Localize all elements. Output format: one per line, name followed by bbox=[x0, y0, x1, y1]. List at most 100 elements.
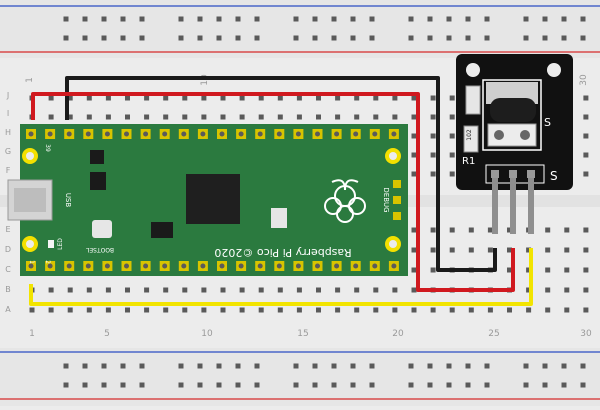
breadboard-hole bbox=[293, 16, 299, 22]
breadboard-hole bbox=[354, 287, 360, 293]
pico-pin-hole bbox=[104, 131, 110, 137]
breadboard-hole bbox=[583, 95, 589, 101]
breadboard-hole bbox=[258, 114, 264, 120]
breadboard-hole bbox=[235, 35, 241, 41]
row-letter: I bbox=[7, 109, 9, 118]
debug-pin bbox=[393, 212, 401, 220]
pin-s-label: S bbox=[550, 169, 558, 183]
breadboard-hole bbox=[446, 382, 452, 388]
row-letter: B bbox=[5, 285, 11, 294]
usb-label: USB bbox=[64, 193, 72, 208]
breadboard-hole bbox=[277, 307, 283, 313]
breadboard-hole bbox=[411, 247, 417, 253]
breadboard-hole bbox=[235, 363, 241, 369]
breadboard-hole bbox=[465, 16, 471, 22]
breadboard-hole bbox=[105, 307, 111, 313]
breadboard-hole bbox=[446, 35, 452, 41]
pico-mounting-hole-center bbox=[26, 152, 34, 160]
bootsel-button[interactable] bbox=[92, 220, 112, 238]
column-number: 10 bbox=[201, 329, 213, 339]
breadboard-hole bbox=[545, 247, 551, 253]
breadboard-hole bbox=[163, 287, 169, 293]
breadboard-hole bbox=[335, 114, 341, 120]
sensor-pad bbox=[520, 130, 530, 140]
usb-port bbox=[14, 188, 46, 212]
breadboard-hole bbox=[48, 114, 54, 120]
pico-pin-hole bbox=[28, 263, 34, 269]
breadboard-hole bbox=[277, 287, 283, 293]
breadboard-hole bbox=[484, 363, 490, 369]
row-letter: H bbox=[5, 128, 11, 137]
breadboard-hole bbox=[331, 35, 337, 41]
pico-pin-hole bbox=[276, 131, 282, 137]
leg bbox=[528, 178, 534, 234]
bootsel-label: BOOTSEL bbox=[85, 246, 114, 253]
breadboard-hole bbox=[411, 114, 417, 120]
breadboard-hole bbox=[312, 363, 318, 369]
pico-pin-hole bbox=[28, 131, 34, 137]
breadboard-hole bbox=[163, 95, 169, 101]
pico-pin-hole bbox=[162, 263, 168, 269]
row-letter: J bbox=[6, 91, 9, 100]
breadboard-hole bbox=[373, 307, 379, 313]
breadboard-hole bbox=[120, 382, 126, 388]
breadboard-hole bbox=[163, 307, 169, 313]
breadboard-hole bbox=[583, 247, 589, 253]
pin-2-label: 2 bbox=[44, 260, 51, 264]
breadboard-hole bbox=[484, 16, 490, 22]
breadboard-hole bbox=[411, 171, 417, 177]
breadboard-hole bbox=[583, 114, 589, 120]
breadboard-hole bbox=[312, 16, 318, 22]
resistor-code: 102 bbox=[466, 129, 473, 141]
breadboard-hole bbox=[101, 382, 107, 388]
breadboard-hole bbox=[139, 363, 145, 369]
pico-pin-hole bbox=[372, 263, 378, 269]
row-letters: J I H G F E D C B A bbox=[5, 91, 11, 314]
signal-wire-yellow[interactable] bbox=[29, 248, 533, 306]
breadboard-hole bbox=[178, 35, 184, 41]
breadboard-hole bbox=[446, 16, 452, 22]
breadboard-hole bbox=[120, 35, 126, 41]
pico-pin-hole bbox=[372, 131, 378, 137]
breadboard-hole bbox=[67, 114, 73, 120]
breadboard-hole bbox=[48, 287, 54, 293]
breadboard-hole bbox=[86, 307, 92, 313]
breadboard-hole bbox=[580, 363, 586, 369]
row-letter: F bbox=[6, 166, 11, 175]
breadboard-hole bbox=[484, 35, 490, 41]
pico-pin-hole bbox=[124, 263, 129, 269]
breadboard-hole bbox=[67, 307, 73, 313]
pico-pin-hole bbox=[143, 263, 149, 269]
pin-39-label: 39 bbox=[44, 144, 51, 152]
breadboard-hole bbox=[178, 382, 184, 388]
breadboard-hole bbox=[354, 307, 360, 313]
breadboard-hole bbox=[254, 16, 260, 22]
breadboard-hole bbox=[430, 247, 436, 253]
breadboard-hole bbox=[216, 16, 222, 22]
breadboard-hole bbox=[507, 267, 512, 273]
power-wire-red[interactable] bbox=[31, 92, 515, 292]
leg bbox=[492, 178, 498, 234]
gnd-wire-black[interactable] bbox=[65, 76, 497, 272]
breadboard-hole bbox=[465, 363, 471, 369]
pico-pin-hole bbox=[219, 263, 225, 269]
breadboard-hole bbox=[392, 287, 398, 293]
breadboard-hole bbox=[220, 95, 226, 101]
breadboard-hole bbox=[220, 307, 226, 313]
pico-pin-hole bbox=[353, 131, 359, 137]
breadboard-hole bbox=[182, 114, 188, 120]
row-letter: E bbox=[5, 225, 10, 234]
rp2040-chip bbox=[186, 174, 240, 224]
breadboard-hole bbox=[258, 307, 264, 313]
breadboard-hole bbox=[487, 247, 493, 253]
breadboard-hole bbox=[254, 363, 260, 369]
breadboard-hole bbox=[487, 307, 493, 313]
pico-pin-hole bbox=[219, 131, 225, 137]
breadboard-hole bbox=[105, 287, 111, 293]
breadboard-hole bbox=[67, 287, 73, 293]
column-number: 25 bbox=[488, 329, 499, 339]
breadboard-hole bbox=[580, 16, 586, 22]
breadboard-hole bbox=[350, 382, 356, 388]
bottom-power-rail bbox=[0, 348, 600, 406]
logo-leaf bbox=[331, 179, 359, 191]
